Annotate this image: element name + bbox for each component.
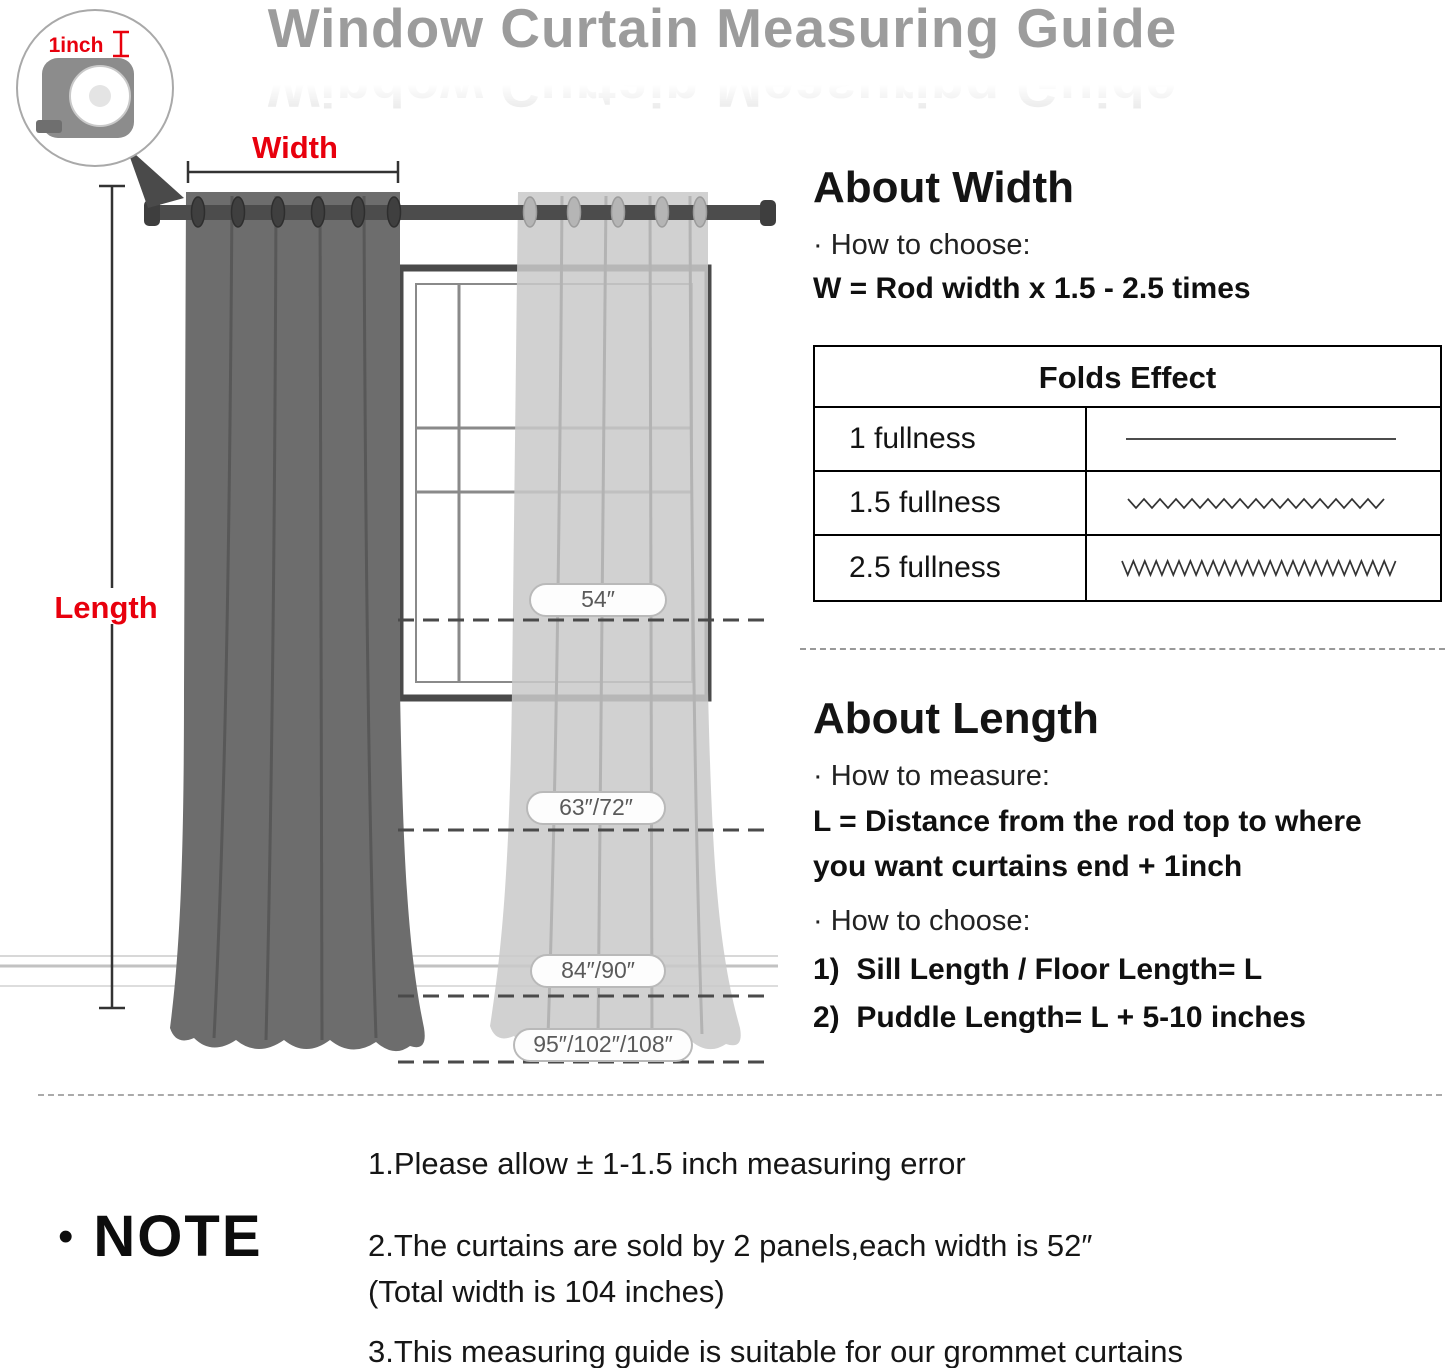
note-item-2: 2.The curtains are sold by 2 panels,each… [368, 1228, 1093, 1263]
tape-measure-icon [36, 58, 134, 138]
width-measure: Width [186, 130, 400, 183]
inch-bracket-icon [113, 30, 129, 58]
fullness-label: 1.5 fullness [815, 472, 1087, 534]
length-option-sill-floor: 1) Sill Length / Floor Length= L [813, 953, 1263, 986]
note-item-1: 1.Please allow ± 1-1.5 inch measuring er… [368, 1146, 966, 1181]
table-row: 1.5 fullness [815, 472, 1440, 536]
dense-zigzag-icon [1087, 536, 1440, 600]
size-pills: 54″ 63″/72″ 84″/90″ 95″/102″/108″ [513, 583, 693, 1062]
loose-zigzag-icon [1087, 472, 1440, 534]
length-how-to-choose-label: · How to choose: [813, 905, 1031, 937]
grommets-light [522, 196, 708, 228]
grommets-dark [190, 196, 402, 228]
about-length-section: About Length · How to measure: L = Dista… [813, 694, 1445, 1042]
table-row: 2.5 fullness [815, 536, 1440, 600]
fullness-label: 2.5 fullness [815, 536, 1087, 600]
note-heading-label: NOTE [93, 1204, 263, 1269]
fullness-label: 1 fullness [815, 408, 1087, 470]
length-measure: Length [54, 184, 158, 1010]
folds-effect-table: Folds Effect 1 fullness 1.5 fullness 2.5… [813, 345, 1442, 602]
note-divider [38, 1094, 1442, 1096]
size-marker-63-72: 63″/72″ [559, 794, 633, 820]
about-length-heading: About Length [813, 694, 1099, 743]
light-curtain-panel [490, 192, 741, 1050]
dark-curtain-panel [170, 192, 425, 1052]
length-formula: L = Distance from the rod top to where y… [813, 805, 1362, 883]
length-option-puddle: 2) Puddle Length= L + 5-10 inches [813, 1001, 1306, 1034]
note-item-3: 3.This measuring guide is suitable for o… [368, 1334, 1183, 1368]
table-row: 1 fullness [815, 408, 1440, 472]
note-heading: • NOTE [58, 1208, 263, 1266]
tape-measure-label: 1inch [49, 34, 104, 57]
tape-measure-callout: 1inch [16, 9, 184, 208]
page-title: Window Curtain Measuring Guide [267, 0, 1178, 59]
folds-table-header: Folds Effect [815, 347, 1440, 408]
width-how-to-choose-label: · How to choose: [813, 229, 1031, 261]
note-item-2-continued: (Total width is 104 inches) [368, 1274, 725, 1309]
curtain-diagram: 54″ 63″/72″ 84″/90″ 95″/102″/108″ Width … [0, 9, 778, 1064]
size-marker-95-102-108: 95″/102″/108″ [533, 1031, 673, 1057]
length-how-to-measure-label: · How to measure: [813, 760, 1050, 792]
about-width-heading: About Width [813, 163, 1075, 212]
callout-pointer-icon [126, 146, 184, 208]
width-formula: W = Rod width x 1.5 - 2.5 times [813, 272, 1251, 305]
size-marker-84-90: 84″/90″ [561, 957, 635, 983]
length-label: Length [54, 590, 157, 625]
width-label: Width [252, 130, 338, 165]
about-width-section: About Width · How to choose: W = Rod wid… [813, 163, 1445, 306]
bullet-icon: • [58, 1212, 74, 1261]
size-marker-54: 54″ [581, 586, 615, 612]
section-divider [800, 648, 1445, 650]
straight-line-icon [1087, 408, 1440, 470]
